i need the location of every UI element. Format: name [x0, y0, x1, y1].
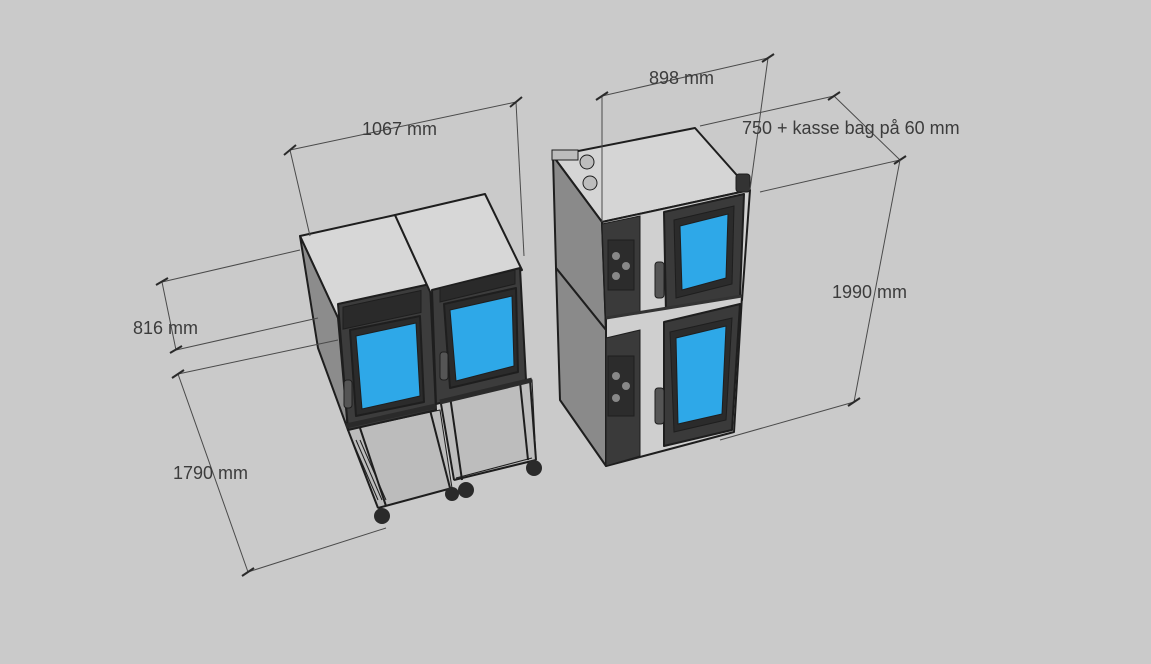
dimension-labels: 1067 mm 816 mm 1790 mm 898 mm 750 + kass… [133, 68, 960, 483]
dim-width-right-label: 898 mm [649, 68, 714, 88]
right-stacked-ovens [551, 127, 751, 467]
left-oven-pair [299, 193, 542, 524]
dim-depth-right-label: 750 + kasse bag på 60 mm [742, 118, 960, 138]
wheel-icon [526, 460, 542, 476]
dim-width-left-label: 1067 mm [362, 119, 437, 139]
right-oven-bottom [555, 267, 743, 467]
dimension-lines [155, 53, 907, 577]
wheel-icon [445, 487, 459, 501]
left-oven-2 [394, 193, 533, 405]
control-panel-icon [607, 239, 635, 291]
left-stand-2 [439, 379, 542, 498]
wheel-icon [458, 482, 474, 498]
wheel-icon [374, 508, 390, 524]
dim-depth-left-label: 816 mm [133, 318, 198, 338]
left-stand-1-slides [351, 439, 387, 501]
left-oven-1 [299, 214, 437, 431]
vent-cap-icon [579, 154, 595, 170]
dim-height-right-label: 1990 mm [832, 282, 907, 302]
dim-height-left-label: 1790 mm [173, 463, 248, 483]
vent-cap-icon [582, 175, 598, 191]
control-panel-icon [607, 355, 635, 417]
